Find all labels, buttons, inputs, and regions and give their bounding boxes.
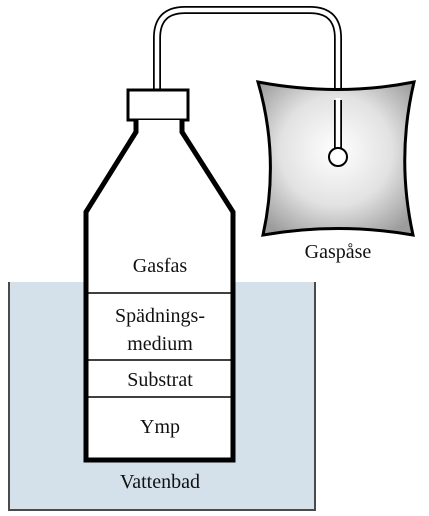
gas-bag-valve [328,147,348,167]
label-gas-phase: Gasfas [133,255,188,277]
label-gas-bag: Gaspåse [305,241,372,263]
label-inoculum: Ymp [140,416,180,438]
bottle [83,88,236,463]
gas-tube-inner [154,7,341,155]
gas-bag [255,80,416,237]
label-dilution-medium-line2: medium [127,333,193,355]
label-substrate: Substrat [127,369,193,391]
label-water-bath: Vattenbad [120,471,200,493]
bottle-body [83,120,236,463]
bottle-cap [126,88,190,122]
label-dilution-medium-line1: Spädnings- [115,305,205,327]
gas-tube [153,6,342,155]
water-bath-container [8,282,316,511]
